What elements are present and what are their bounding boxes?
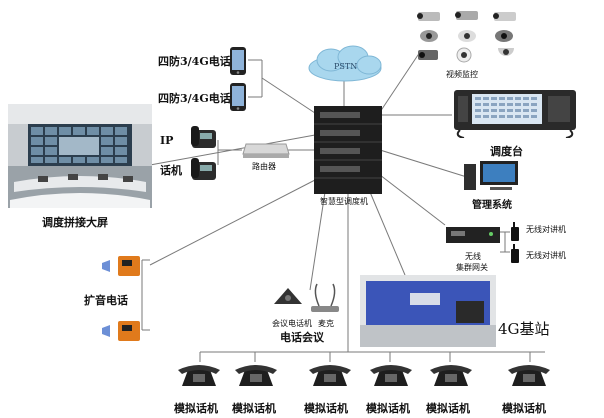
management-label: 管理系统 <box>472 200 512 211</box>
pstn-label: PSTN <box>334 62 358 71</box>
phone-conference-label: 电话会议 <box>280 331 324 344</box>
ip-label-line2: 话机 <box>160 164 182 177</box>
analog-phone-icon <box>430 365 472 386</box>
analog-phone-icon <box>370 365 412 386</box>
analog-phone-label: 模拟话机 <box>502 402 546 415</box>
phone-4g-bottom-label: 四防3/4G电话 <box>158 92 231 105</box>
microphone-icon <box>311 283 339 312</box>
gateway-label-line1: 无线 <box>465 252 481 261</box>
conference-phone-icon <box>274 288 302 304</box>
analog-phone-icon <box>508 365 550 386</box>
ip-phone-icon <box>191 126 216 148</box>
gateway-label-line2: 集群网关 <box>456 263 488 272</box>
analog-phone-label: 模拟话机 <box>232 402 276 415</box>
mobile-phone-icon <box>230 47 246 75</box>
dispatcher-label: 智慧型调度机 <box>320 197 368 206</box>
radio-top-label: 无线对讲机 <box>526 225 566 234</box>
router-icon <box>242 143 290 158</box>
gateway-box-icon <box>446 227 500 243</box>
dispatch-console-label: 调度台 <box>490 145 523 158</box>
phone-4g-top-label: 四防3/4G电话 <box>158 55 231 68</box>
mobile-phone-icon <box>230 83 246 111</box>
router-label: 路由器 <box>252 162 276 171</box>
video-monitoring-label: 视频监控 <box>446 70 478 79</box>
radio-bottom-label: 无线对讲机 <box>526 251 566 260</box>
base-station-icon <box>360 275 496 347</box>
pstn-cloud-icon <box>308 45 382 82</box>
dispatch-console-icon <box>454 90 576 138</box>
video-camera-icons <box>417 11 516 63</box>
screen-label: 调度拼接大屏 <box>42 216 108 229</box>
pa-phone-icon <box>102 321 140 341</box>
analog-phone-icon <box>309 365 351 386</box>
walkie-talkie-icon <box>511 244 519 263</box>
conf-phone-caption: 会议电话机 <box>272 319 312 328</box>
analog-phone-label: 模拟话机 <box>426 402 470 415</box>
analog-phone-label: 模拟话机 <box>366 402 410 415</box>
analog-phones-row: 模拟话机 模拟话机 模拟话机 模拟话机 模拟话机 模拟话机 <box>174 362 576 418</box>
analog-phone-icon <box>235 365 277 386</box>
analog-phone-label: 模拟话机 <box>304 402 348 415</box>
analog-phone-icon <box>178 365 220 386</box>
management-computer-icon <box>464 161 518 190</box>
ip-label-line1: IP <box>160 134 174 147</box>
ip-phone-icon <box>191 158 216 180</box>
pa-phone-label: 扩音电话 <box>84 294 128 307</box>
base-station-label: 4G基站 <box>498 320 550 338</box>
video-wall-icon <box>8 104 152 208</box>
mic-caption: 麦克 <box>318 319 334 328</box>
dispatcher-rack-icon <box>314 106 382 194</box>
pa-phone-icon <box>102 256 140 276</box>
walkie-talkie-icon <box>511 222 519 241</box>
analog-phone-label: 模拟话机 <box>174 402 218 415</box>
